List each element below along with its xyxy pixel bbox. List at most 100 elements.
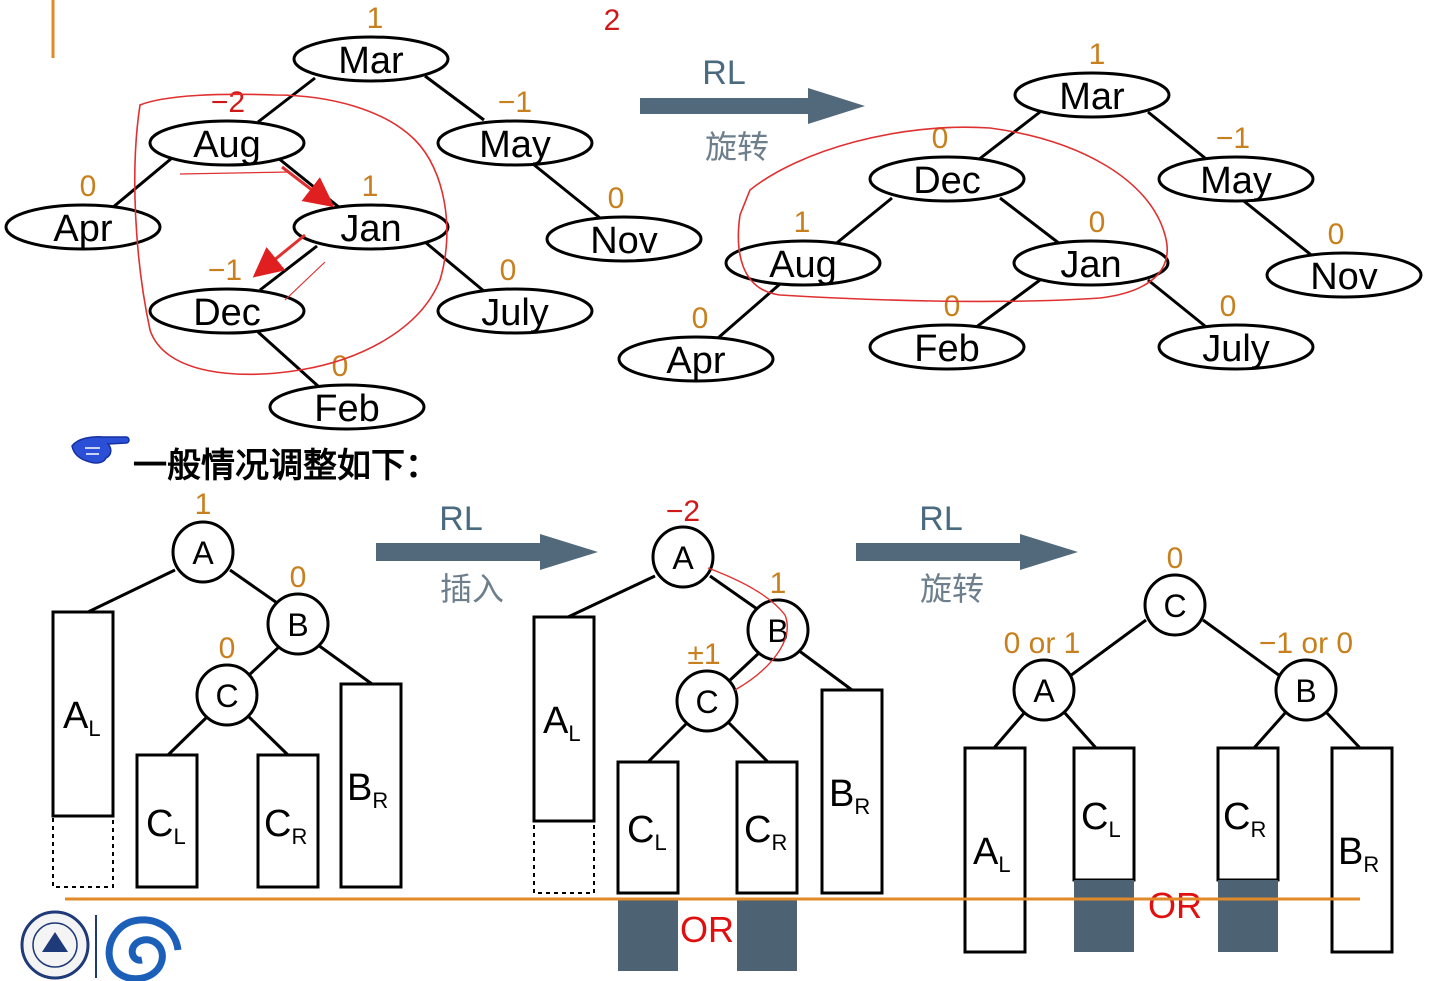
svg-text:Jan: Jan [1060,244,1121,286]
svg-text:RL: RL [919,500,962,538]
svg-text:0: 0 [80,170,97,203]
svg-text:A: A [672,540,694,576]
svg-text:Apr: Apr [666,340,725,382]
svg-text:0: 0 [500,254,517,287]
s2-subtree-al: AL [532,615,596,894]
svg-text:BR: BR [829,773,870,819]
node-jan: Jan 1 [292,170,450,251]
node-mar: Mar 1 [292,2,450,83]
svg-text:CL: CL [627,809,667,855]
s1-subtree-br: BR [339,682,403,889]
svg-text:AL: AL [63,695,101,741]
svg-text:Nov: Nov [590,220,658,262]
s1-subtree-cr: CR [256,753,320,889]
svg-text:旋转: 旋转 [705,128,769,166]
rotate-arrow: RL 旋转 [856,500,1078,608]
svg-text:Dec: Dec [913,160,981,202]
svg-text:Jan: Jan [340,208,401,250]
svg-text:Apr: Apr [53,208,112,250]
svg-text:C: C [695,684,718,720]
scenario-1: A 1 B 0 C 0 AL CL CR BR [51,488,403,889]
svg-text:CR: CR [744,809,787,855]
svg-text:C: C [1163,588,1186,624]
svg-text:Aug: Aug [193,124,261,166]
s1-subtree-al: AL [51,610,115,888]
s1-node-b: B 0 [266,561,330,656]
node-apr: Apr 0 [4,170,162,251]
svg-text:CL: CL [146,803,186,849]
svg-text:0: 0 [932,122,949,155]
svg-text:A: A [1033,673,1055,709]
node-dec-after: Dec 0 [868,122,1026,203]
svg-text:RL: RL [702,54,745,92]
imbalance-label: 2 [604,4,621,37]
svg-text:Mar: Mar [1059,76,1125,118]
node-feb: Feb 0 [268,350,426,431]
svg-text:RL: RL [439,500,482,538]
svg-text:May: May [1200,160,1272,202]
svg-text:1: 1 [794,206,811,239]
top-rotation-arrow: RL 旋转 [640,54,865,166]
svg-text:BR: BR [347,767,388,813]
node-july: July 0 [436,254,594,335]
before-tree: Mar 1 2 Aug −2 May −1 Apr 0 Jan 1 Nov 0 [4,2,703,431]
s3-subtree-al: AL [963,746,1027,954]
s3-node-c: C 0 [1143,542,1207,637]
s1-node-c: C 0 [195,632,259,727]
node-nov: Nov 0 [545,182,703,263]
university-seal-logo [20,910,90,980]
s2-node-b: B 1 [746,567,810,662]
s1-node-a: A 1 [171,488,235,584]
s2-subtree-cl: CL [616,760,680,971]
node-feb-after: Feb 0 [868,290,1026,371]
svg-text:1: 1 [367,2,384,35]
svg-text:0: 0 [290,561,307,594]
red-annotation [134,93,448,376]
svg-text:BR: BR [1338,831,1379,877]
svg-text:0: 0 [1220,290,1237,323]
svg-text:CR: CR [264,803,307,849]
svg-text:B: B [767,613,788,649]
svg-text:−1: −1 [498,86,532,119]
pointing-hand-icon [71,436,130,464]
s2-subtree-cr: CR [735,760,799,971]
node-aug-after: Aug 1 [724,206,882,287]
svg-text:旋转: 旋转 [920,570,984,608]
s2-or-label: OR [680,909,734,950]
s2-red-annotation [707,567,788,691]
svg-text:Nov: Nov [1310,256,1378,298]
svg-text:Feb: Feb [314,388,379,430]
s2-edges [567,574,853,764]
svg-text:CR: CR [1223,796,1266,842]
node-mar-after: Mar 1 [1013,38,1171,119]
svg-text:0: 0 [1167,542,1184,575]
s3-subtree-br: BR [1330,746,1394,954]
s2-node-a: A −2 [651,495,715,589]
svg-text:C: C [215,678,238,714]
svg-text:Feb: Feb [914,328,979,370]
svg-text:−2: −2 [666,495,700,528]
s3-node-a: A 0 or 1 [1004,627,1080,722]
svg-text:−2: −2 [211,86,245,119]
svg-text:May: May [479,124,551,166]
svg-text:0: 0 [219,632,236,665]
node-dec: Dec −1 [148,254,306,335]
spiral-logo [105,916,182,981]
section-heading: 一般情况调整如下： [133,446,439,486]
svg-text:−1: −1 [208,254,242,287]
node-july-after: July 0 [1157,290,1315,371]
svg-text:0: 0 [608,182,625,215]
svg-text:0: 0 [692,302,709,335]
node-may-after: May −1 [1157,122,1315,203]
svg-text:0: 0 [1089,206,1106,239]
s1-edges [87,568,373,757]
s3-node-b: B −1 or 0 [1259,627,1353,722]
svg-text:B: B [1295,673,1316,709]
svg-text:1: 1 [362,170,379,203]
s2-subtree-br: BR [820,688,884,895]
svg-text:A: A [192,535,214,571]
node-apr-after: Apr 0 [617,302,775,383]
svg-text:AL: AL [973,831,1011,877]
svg-text:July: July [481,292,549,334]
